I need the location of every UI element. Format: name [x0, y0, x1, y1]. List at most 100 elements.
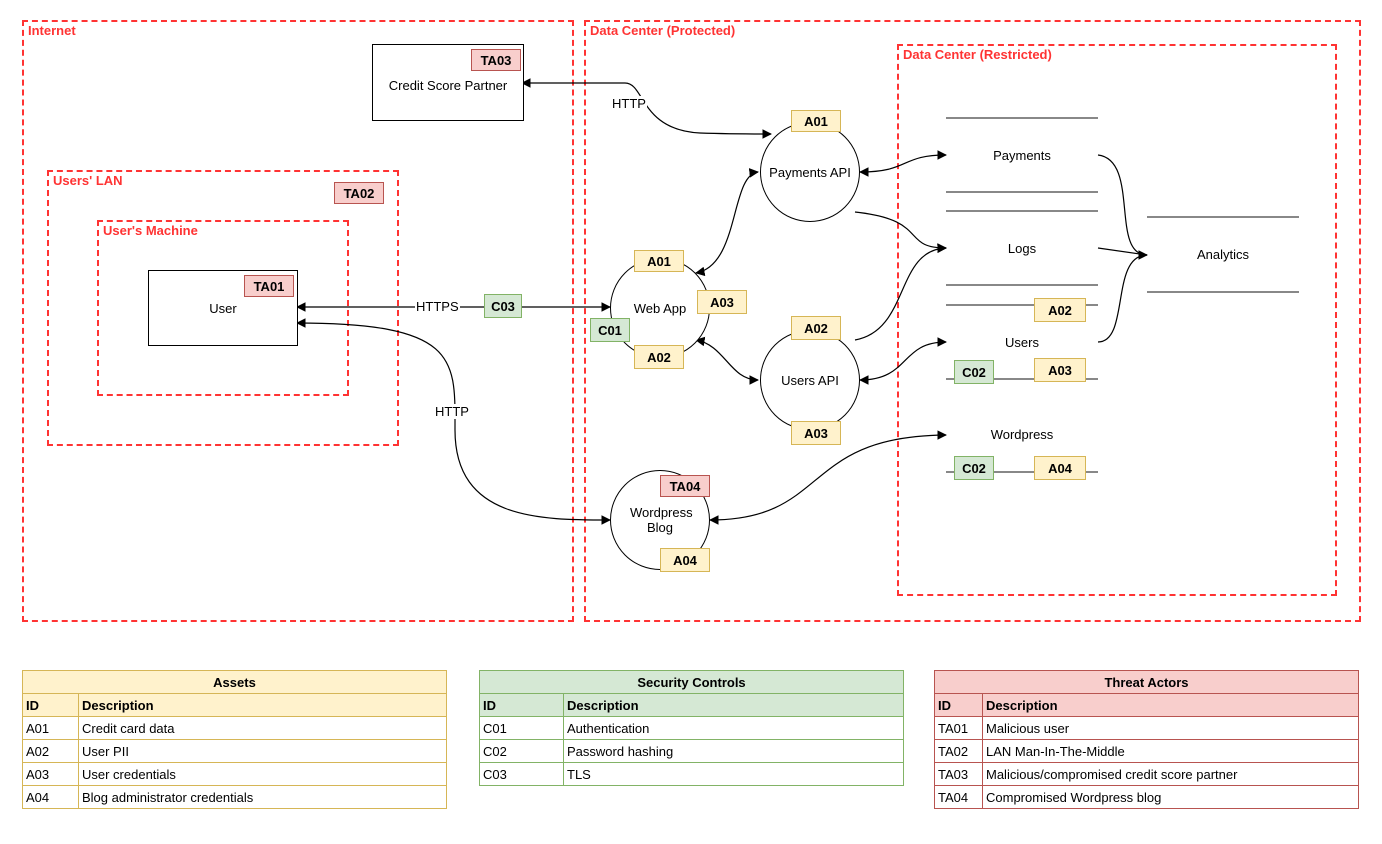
tag-a04-wordpress: A04	[1034, 456, 1086, 480]
payments-api-label: Payments API	[769, 164, 851, 180]
asset-id: A04	[22, 785, 79, 809]
threat-desc: Malicious user	[982, 716, 1359, 740]
users-api-node[interactable]: Users API	[760, 330, 860, 430]
users-store-label: Users	[1005, 334, 1039, 350]
tag-c02-wordpress: C02	[954, 456, 994, 480]
tag-c01-web-app: C01	[590, 318, 630, 342]
asset-desc: Credit card data	[78, 716, 447, 740]
threats-header-id: ID	[934, 693, 983, 717]
edge-usersapi-logs	[854, 243, 947, 341]
controls-table-title: Security Controls	[479, 670, 904, 694]
tag-a03-users-api: A03	[791, 421, 841, 445]
assets-table-title: Assets	[22, 670, 447, 694]
zone-internet-label: Internet	[28, 23, 76, 38]
threats-header-desc: Description	[982, 693, 1359, 717]
wordpress-blog-label: Wordpress Blog	[630, 505, 693, 535]
control-id: C01	[479, 716, 564, 740]
tag-c02-users: C02	[954, 360, 994, 384]
threat-id: TA02	[934, 739, 983, 763]
tag-a01-web-app: A01	[634, 250, 684, 272]
zone-users-lan-label: Users' LAN	[53, 173, 123, 188]
assets-header-desc: Description	[78, 693, 447, 717]
tag-ta02: TA02	[334, 182, 384, 204]
users-api-label: Users API	[781, 372, 839, 388]
edge-blog-wordpress	[709, 430, 947, 525]
asset-desc: User PII	[78, 739, 447, 763]
edge-webapp-payments	[695, 168, 759, 277]
threat-id: TA04	[934, 785, 983, 809]
tag-a01-payments-api: A01	[791, 110, 841, 132]
logs-store-label: Logs	[1007, 240, 1037, 256]
asset-id: A02	[22, 739, 79, 763]
tag-a03-users: A03	[1034, 358, 1086, 382]
tag-c03-https: C03	[484, 294, 522, 318]
control-id: C02	[479, 739, 564, 763]
tag-ta03: TA03	[471, 49, 521, 71]
edge-logs-analytics	[1097, 247, 1148, 256]
threat-id: TA03	[934, 762, 983, 786]
analytics-store[interactable]: Analytics	[1147, 216, 1299, 293]
controls-header-id: ID	[479, 693, 564, 717]
flow-label-http-partner: HTTP	[611, 96, 647, 111]
assets-header-id: ID	[22, 693, 79, 717]
control-desc: TLS	[563, 762, 904, 786]
flow-label-https-user: HTTPS	[415, 299, 460, 314]
edge-payments-analytics	[1097, 154, 1148, 260]
threat-id: TA01	[934, 716, 983, 740]
threat-desc: Malicious/compromised credit score partn…	[982, 762, 1359, 786]
asset-id: A03	[22, 762, 79, 786]
flow-label-http-blog: HTTP	[434, 404, 470, 419]
tag-ta01: TA01	[244, 275, 294, 297]
edge-users-analytics	[1097, 254, 1148, 343]
zone-users-machine-label: User's Machine	[103, 223, 198, 238]
logs-store[interactable]: Logs	[946, 210, 1098, 286]
controls-header-desc: Description	[563, 693, 904, 717]
payments-store[interactable]: Payments	[946, 117, 1098, 193]
control-desc: Authentication	[563, 716, 904, 740]
wordpress-store-label: Wordpress	[990, 426, 1054, 442]
edge-user-blog	[296, 318, 611, 525]
tag-a02-logs: A02	[1034, 298, 1086, 322]
credit-score-partner-label: Credit Score Partner	[388, 78, 508, 93]
wordpress-store[interactable]: Wordpress	[946, 397, 1098, 473]
zone-dc-restricted-label: Data Center (Restricted)	[903, 47, 1052, 62]
threat-desc: Compromised Wordpress blog	[982, 785, 1359, 809]
tag-ta04: TA04	[660, 475, 710, 497]
payments-store-label: Payments	[993, 147, 1051, 163]
tag-a02-users-api: A02	[791, 316, 841, 340]
zone-dc-protected-label: Data Center (Protected)	[590, 23, 736, 38]
edge-payments-store	[859, 150, 947, 177]
edge-payments-logs	[854, 211, 947, 253]
zone-dc-restricted: Data Center (Restricted)	[897, 44, 1337, 596]
analytics-store-label: Analytics	[1196, 247, 1250, 262]
asset-id: A01	[22, 716, 79, 740]
edge-webapp-usersapi	[695, 336, 759, 385]
asset-desc: Blog administrator credentials	[78, 785, 447, 809]
tag-a04-blog: A04	[660, 548, 710, 572]
web-app-label: Web App	[633, 300, 687, 316]
payments-api-node[interactable]: Payments API	[760, 122, 860, 222]
threat-desc: LAN Man-In-The-Middle	[982, 739, 1359, 763]
tag-a02-web-app: A02	[634, 345, 684, 369]
asset-desc: User credentials	[78, 762, 447, 786]
web-app-node[interactable]: Web App	[610, 258, 710, 358]
tag-a03-web-app: A03	[697, 290, 747, 314]
control-id: C03	[479, 762, 564, 786]
control-desc: Password hashing	[563, 739, 904, 763]
user-label: User	[209, 300, 237, 316]
users-store[interactable]: Users	[946, 304, 1098, 380]
